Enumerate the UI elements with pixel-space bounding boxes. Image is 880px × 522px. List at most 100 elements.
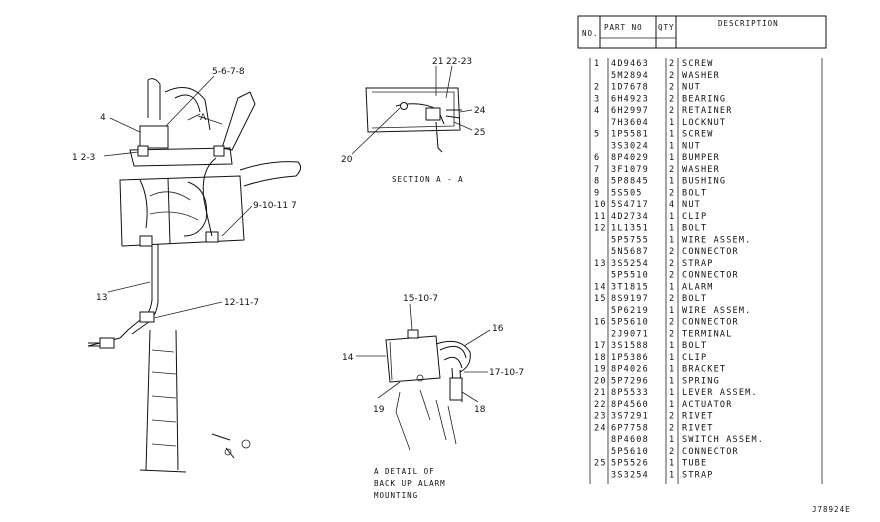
backup-callouts: 15-10-7 16 14 17-10-7 19 18 A DETAIL OF … — [342, 294, 524, 500]
cell-qty: 1 — [669, 212, 675, 222]
cell-item-no: 18 — [594, 353, 607, 363]
cell-part-no: 5P5510 — [611, 271, 649, 281]
callout-17-10-7: 17-10-7 — [489, 368, 524, 378]
cell-part-no: 5P7296 — [611, 376, 649, 386]
cell-part-no: 6H4923 — [611, 94, 649, 104]
cell-item-no: 19 — [594, 365, 607, 375]
cell-item-no: 11 — [594, 212, 607, 222]
cell-description: NUT — [682, 200, 701, 210]
cell-part-no: 8P4560 — [611, 400, 649, 410]
cell-part-no: 5P5526 — [611, 459, 649, 469]
cell-part-no: 3T1815 — [611, 282, 649, 292]
cell-qty: 1 — [669, 282, 675, 292]
cell-part-no: 5P5610 — [611, 318, 649, 328]
main-callouts: 4 5-6-7-8 1 2-3 9-10-11 7 13 12-11-7 A — [72, 67, 297, 319]
cell-description: BUMPER — [682, 153, 720, 163]
callout-20: 20 — [341, 155, 353, 165]
cell-part-no: 5P5755 — [611, 235, 649, 245]
cell-description: BOLT — [682, 294, 707, 304]
callout-24: 24 — [474, 106, 486, 116]
cell-description: TUBE — [682, 459, 707, 469]
cell-description: WIRE ASSEM. — [682, 235, 752, 245]
cell-part-no: 7H3604 — [611, 118, 649, 128]
callout-14: 14 — [342, 353, 354, 363]
cell-item-no: 20 — [594, 376, 607, 386]
cell-qty: 1 — [669, 400, 675, 410]
cell-qty: 1 — [669, 177, 675, 187]
cell-qty: 1 — [669, 118, 675, 128]
callout-4: 4 — [100, 113, 106, 123]
cell-item-no: 6 — [594, 153, 600, 163]
header-qty: QTY — [658, 23, 675, 32]
cell-item-no: 8 — [594, 177, 600, 187]
cell-qty: 2 — [669, 329, 675, 339]
backup-caption-line3: MOUNTING — [374, 491, 418, 500]
callout-21: 21 — [432, 57, 443, 67]
cell-qty: 1 — [669, 365, 675, 375]
cell-item-no: 25 — [594, 459, 607, 469]
cell-item-no: 2 — [594, 83, 600, 93]
cell-qty: 2 — [669, 294, 675, 304]
cell-part-no: 8P4608 — [611, 435, 649, 445]
cell-part-no: 5P6219 — [611, 306, 649, 316]
cell-description: ACTUATOR — [682, 400, 733, 410]
cell-part-no: 8P4026 — [611, 365, 649, 375]
cell-qty: 2 — [669, 271, 675, 281]
cell-qty: 1 — [669, 130, 675, 140]
callout-22-23: 22-23 — [446, 57, 472, 67]
cell-description: CLIP — [682, 212, 707, 222]
cell-part-no: 1P5581 — [611, 130, 649, 140]
cell-item-no: 14 — [594, 282, 607, 292]
cell-item-no: 22 — [594, 400, 607, 410]
cell-description: BOLT — [682, 188, 707, 198]
section-callouts: 21 22-23 24 25 20 SECTION A - A — [341, 57, 486, 184]
cell-qty: 1 — [669, 470, 675, 480]
cell-qty: 1 — [669, 224, 675, 234]
cell-qty: 2 — [669, 106, 675, 116]
cell-description: NUT — [682, 83, 701, 93]
cell-item-no: 17 — [594, 341, 607, 351]
cell-qty: 1 — [669, 341, 675, 351]
cell-description: TERMINAL — [682, 329, 733, 339]
cell-qty: 1 — [669, 388, 675, 398]
cell-description: RIVET — [682, 423, 714, 433]
cell-description: CONNECTOR — [682, 447, 739, 457]
cell-qty: 2 — [669, 259, 675, 269]
figure-number: J78924E — [812, 505, 851, 514]
cell-part-no: 1D7678 — [611, 83, 649, 93]
cell-description: WIRE ASSEM. — [682, 306, 752, 316]
cell-qty: 2 — [669, 412, 675, 422]
backup-alarm-drawing — [385, 329, 471, 451]
cell-item-no: 24 — [594, 423, 607, 433]
cell-description: BUSHING — [682, 177, 726, 187]
cell-qty: 2 — [669, 188, 675, 198]
cell-part-no: 3S3254 — [611, 470, 649, 480]
callout-13: 13 — [96, 293, 107, 303]
cell-description: STRAP — [682, 470, 714, 480]
cell-qty: 2 — [669, 59, 675, 69]
cell-description: CONNECTOR — [682, 271, 739, 281]
table-row: 3S3254 1 STRAP — [611, 470, 714, 480]
cell-qty: 2 — [669, 247, 675, 257]
cell-part-no: 5S4717 — [611, 200, 649, 210]
cell-item-no: 12 — [594, 224, 607, 234]
cell-part-no: 5P5610 — [611, 447, 649, 457]
cell-qty: 2 — [669, 447, 675, 457]
callout-25: 25 — [474, 128, 485, 138]
